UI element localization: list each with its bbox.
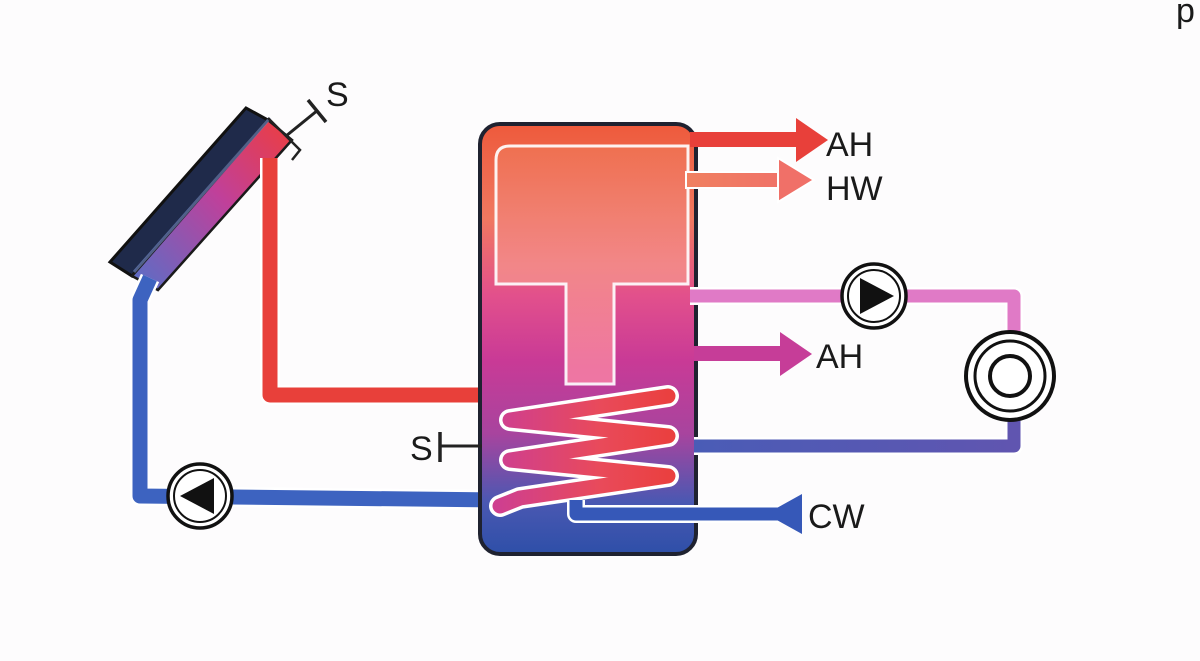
aux-heat-mid-label: AH	[816, 338, 863, 376]
aux-heat-top-outlet	[690, 118, 828, 162]
sensor-tank-label: S	[410, 430, 433, 468]
solar-return-pipe	[130, 273, 501, 510]
solar-collector	[107, 106, 294, 292]
boiler-return-pipe	[694, 412, 1023, 455]
tank-sensor	[438, 432, 482, 462]
collector-pump-icon	[166, 462, 234, 530]
solar-heating-coil	[489, 385, 679, 517]
aux-heat-mid-outlet	[694, 332, 812, 376]
hot-water-label: HW	[826, 170, 883, 208]
hot-water-outlet	[685, 156, 816, 204]
boiler-icon	[964, 330, 1056, 422]
cold-water-inlet	[567, 494, 802, 534]
cold-water-label: CW	[808, 498, 865, 536]
aux-heat-top-label: AH	[826, 126, 873, 164]
corner-page-mark: p	[1176, 0, 1195, 30]
sensor-collector-label: S	[326, 76, 349, 114]
collector-sensor	[267, 98, 328, 161]
boiler-flow-pipe	[690, 287, 1023, 340]
boiler-pump-icon	[840, 262, 908, 330]
